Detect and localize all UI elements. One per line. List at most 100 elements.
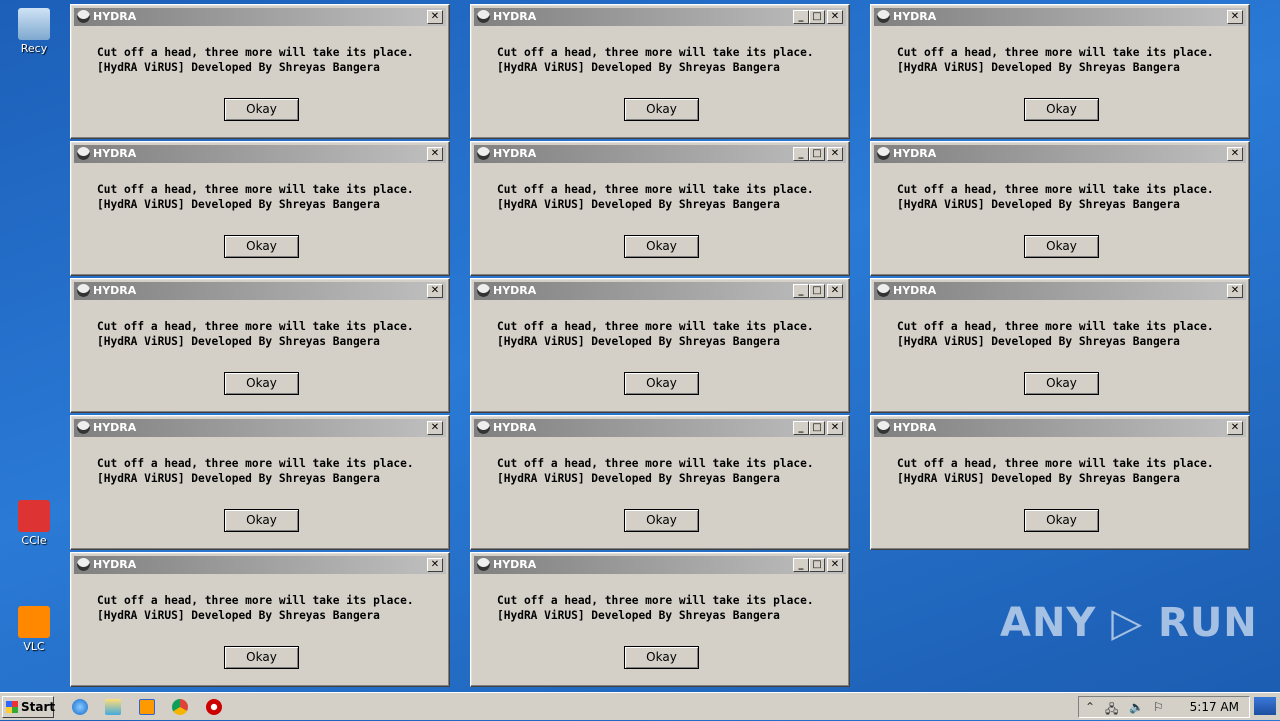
title-bar[interactable]: HYDRA✕□_ xyxy=(474,556,846,574)
okay-button[interactable]: Okay xyxy=(224,509,299,532)
show-hidden-icons[interactable]: ⌃ xyxy=(1085,700,1096,714)
okay-button[interactable]: Okay xyxy=(624,98,699,121)
maximize-button[interactable]: □ xyxy=(809,10,825,24)
vlc-icon xyxy=(18,606,50,638)
message-line-1: Cut off a head, three more will take its… xyxy=(97,183,414,196)
windows-logo-icon xyxy=(6,701,18,713)
close-button[interactable]: ✕ xyxy=(427,421,443,435)
title-bar[interactable]: HYDRA✕□_ xyxy=(474,419,846,437)
skull-icon xyxy=(77,10,90,23)
minimize-button[interactable]: _ xyxy=(793,147,809,161)
desktop-icon-vlc[interactable]: VLC xyxy=(4,606,64,653)
close-button[interactable]: ✕ xyxy=(427,284,443,298)
show-desktop-button[interactable] xyxy=(1254,697,1276,715)
skull-icon xyxy=(877,421,890,434)
title-bar[interactable]: HYDRA ✕ xyxy=(874,282,1246,300)
hydra-dialog-window: HYDRA✕ Cut off a head, three more will t… xyxy=(70,415,450,550)
desktop-icon-label: VLC xyxy=(23,640,45,653)
start-button[interactable]: Start xyxy=(2,696,56,718)
internet-explorer-icon[interactable] xyxy=(72,699,88,715)
message-line-2: [HydRA ViRUS] Developed By Shreyas Bange… xyxy=(497,609,780,622)
close-button[interactable]: ✕ xyxy=(1227,147,1243,161)
title-bar[interactable]: HYDRA✕□_ xyxy=(474,282,846,300)
message-line-2: [HydRA ViRUS] Developed By Shreyas Bange… xyxy=(497,335,780,348)
maximize-button[interactable]: □ xyxy=(809,558,825,572)
message-line-1: Cut off a head, three more will take its… xyxy=(497,594,814,607)
close-button[interactable]: ✕ xyxy=(827,147,843,161)
title-bar[interactable]: HYDRA✕ xyxy=(874,145,1246,163)
close-button[interactable]: ✕ xyxy=(1227,284,1243,298)
media-player-icon[interactable] xyxy=(139,699,155,715)
maximize-button[interactable]: □ xyxy=(809,147,825,161)
window-title: HYDRA xyxy=(93,10,137,23)
okay-button[interactable]: Okay xyxy=(1024,509,1099,532)
close-button[interactable]: ✕ xyxy=(827,10,843,24)
window-title: HYDRA xyxy=(893,284,937,297)
title-bar[interactable]: HYDRA ✕ xyxy=(74,282,446,300)
maximize-button[interactable]: □ xyxy=(809,421,825,435)
dialog-message: Cut off a head, three more will take its… xyxy=(897,45,1214,75)
dialog-message: Cut off a head, three more will take its… xyxy=(97,456,414,486)
okay-button[interactable]: Okay xyxy=(224,235,299,258)
okay-button[interactable]: Okay xyxy=(1024,235,1099,258)
title-bar[interactable]: HYDRA✕□_ xyxy=(474,8,846,26)
title-bar[interactable]: HYDRA✕ xyxy=(74,556,446,574)
skull-icon xyxy=(77,421,90,434)
okay-button[interactable]: Okay xyxy=(624,646,699,669)
skull-icon xyxy=(877,10,890,23)
minimize-button[interactable]: _ xyxy=(793,421,809,435)
title-bar[interactable]: HYDRA✕ xyxy=(874,8,1246,26)
start-label: Start xyxy=(21,700,56,714)
title-bar[interactable]: HYDRA✕□_ xyxy=(474,145,846,163)
close-button[interactable]: ✕ xyxy=(1227,421,1243,435)
message-line-1: Cut off a head, three more will take its… xyxy=(97,46,414,59)
title-bar[interactable]: HYDRA✕ xyxy=(874,419,1246,437)
okay-button[interactable]: Okay xyxy=(624,509,699,532)
desktop-icon-recycle-bin[interactable]: Recy xyxy=(4,8,64,55)
message-line-2: [HydRA ViRUS] Developed By Shreyas Bange… xyxy=(97,609,380,622)
okay-button[interactable]: Okay xyxy=(1024,98,1099,121)
taskbar: Start ⌃ 🖧 🔈 ⚐ 5:17 AM xyxy=(0,692,1280,720)
opera-icon[interactable] xyxy=(206,699,222,715)
close-button[interactable]: ✕ xyxy=(827,558,843,572)
dialog-message: Cut off a head, three more will take its… xyxy=(97,45,414,75)
desktop-icon-ccleaner[interactable]: CCle xyxy=(4,500,64,547)
title-bar[interactable]: HYDRA✕ xyxy=(74,419,446,437)
anyrun-watermark: ANY ▷ RUN xyxy=(1000,600,1258,646)
minimize-button[interactable]: _ xyxy=(793,10,809,24)
dialog-message: Cut off a head, three more will take its… xyxy=(897,319,1214,349)
skull-icon xyxy=(77,284,90,297)
okay-button[interactable]: Okay xyxy=(624,235,699,258)
close-button[interactable]: ✕ xyxy=(827,284,843,298)
hydra-dialog-window: HYDRA✕ Cut off a head, three more will t… xyxy=(70,552,450,687)
network-warning-icon[interactable]: 🖧 xyxy=(1105,702,1119,716)
file-explorer-icon[interactable] xyxy=(105,699,121,715)
close-button[interactable]: ✕ xyxy=(427,147,443,161)
okay-button[interactable]: Okay xyxy=(224,646,299,669)
okay-button[interactable]: Okay xyxy=(224,372,299,395)
volume-icon[interactable]: 🔈 xyxy=(1129,700,1144,714)
close-button[interactable]: ✕ xyxy=(427,10,443,24)
action-center-flag-icon[interactable]: ⚐ xyxy=(1153,700,1164,714)
maximize-button[interactable]: □ xyxy=(809,284,825,298)
message-line-2: [HydRA ViRUS] Developed By Shreyas Bange… xyxy=(497,472,780,485)
message-line-2: [HydRA ViRUS] Developed By Shreyas Bange… xyxy=(497,198,780,211)
ccleaner-icon xyxy=(18,500,50,532)
close-button[interactable]: ✕ xyxy=(1227,10,1243,24)
okay-button[interactable]: Okay xyxy=(624,372,699,395)
okay-button[interactable]: Okay xyxy=(1024,372,1099,395)
message-line-1: Cut off a head, three more will take its… xyxy=(497,320,814,333)
window-title: HYDRA xyxy=(93,284,137,297)
skull-icon xyxy=(477,284,490,297)
close-button[interactable]: ✕ xyxy=(427,558,443,572)
title-bar[interactable]: HYDRA✕ xyxy=(74,145,446,163)
minimize-button[interactable]: _ xyxy=(793,558,809,572)
chrome-icon[interactable] xyxy=(172,699,188,715)
okay-button[interactable]: Okay xyxy=(224,98,299,121)
desktop-icon-label: Recy xyxy=(20,42,48,55)
clock[interactable]: 5:17 AM xyxy=(1189,700,1239,714)
minimize-button[interactable]: _ xyxy=(793,284,809,298)
title-bar[interactable]: HYDRA ✕ xyxy=(74,8,446,26)
dialog-message: Cut off a head, three more will take its… xyxy=(897,456,1214,486)
close-button[interactable]: ✕ xyxy=(827,421,843,435)
